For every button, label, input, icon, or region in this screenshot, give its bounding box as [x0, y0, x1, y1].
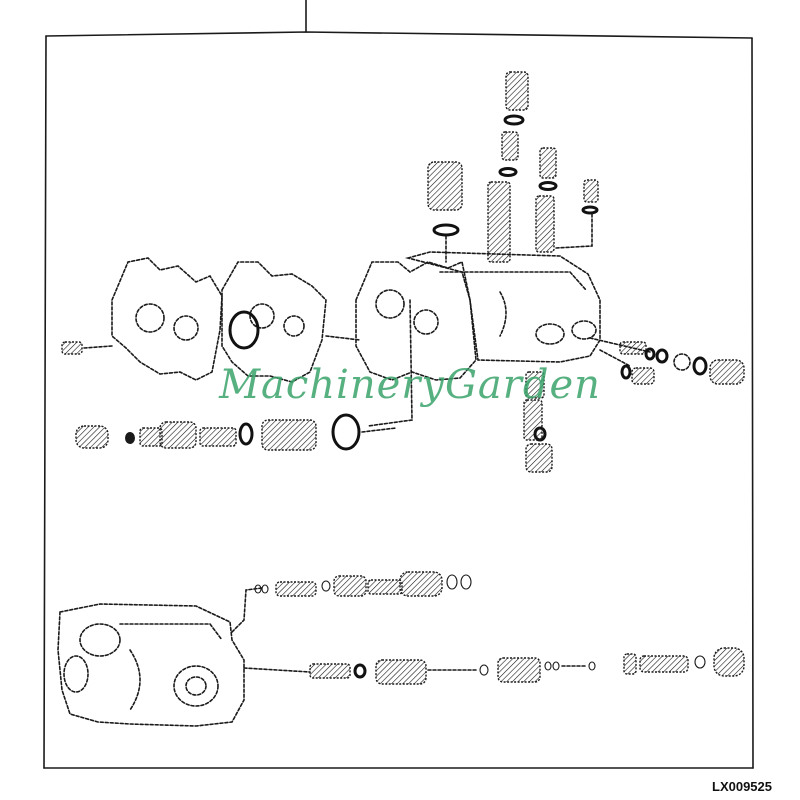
gasket-plates — [61, 257, 361, 383]
lower-spool-row-top — [254, 571, 472, 597]
diagram-frame — [43, 0, 754, 769]
watermark-text: MachineryGarden — [219, 362, 601, 408]
upper-spool-assembly — [75, 413, 397, 451]
figure-code: LX009525 — [712, 779, 772, 794]
vertical-stud-group — [427, 71, 599, 263]
lower-valve-body — [57, 587, 311, 727]
upper-valve-body — [355, 251, 601, 427]
right-fasteners — [523, 337, 745, 473]
lower-spool-row-bottom — [309, 647, 745, 685]
